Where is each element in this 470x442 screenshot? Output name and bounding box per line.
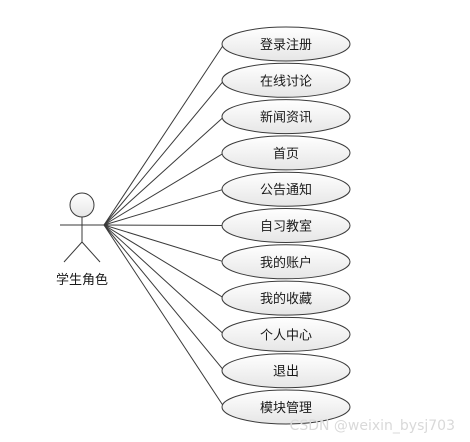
association-line xyxy=(103,224,225,226)
use-case-label: 个人中心 xyxy=(260,328,312,343)
use-case-label: 我的账户 xyxy=(260,255,312,271)
use-case: 退出 xyxy=(221,353,351,389)
use-case-label: 我的收藏 xyxy=(260,291,312,307)
use-case: 我的账户 xyxy=(221,244,351,280)
use-case: 在线讨论 xyxy=(221,62,351,98)
use-case: 新闻资讯 xyxy=(221,99,351,135)
actor-label: 学生角色 xyxy=(56,272,108,288)
use-case-ellipse xyxy=(221,316,351,352)
use-case: 自习教室 xyxy=(221,208,351,243)
use-case: 登录注册 xyxy=(221,26,351,62)
association-lines xyxy=(103,43,225,408)
use-case: 首页 xyxy=(221,135,351,171)
association-line xyxy=(103,43,225,226)
association-line xyxy=(103,224,225,299)
use-case-ellipse xyxy=(221,171,351,207)
actor-figure: 学生角色 xyxy=(56,192,108,288)
use-case-ellipse xyxy=(221,208,351,243)
association-line xyxy=(103,152,225,226)
use-case-label: 新闻资讯 xyxy=(260,110,312,126)
association-line xyxy=(103,79,225,226)
use-case-label: 自习教室 xyxy=(260,219,312,235)
use-case-label: 在线讨论 xyxy=(260,74,312,89)
use-case-label: 登录注册 xyxy=(260,38,312,53)
use-case-label: 模块管理 xyxy=(260,401,312,416)
association-line xyxy=(103,224,225,372)
use-case-label: 公告通知 xyxy=(260,182,312,198)
association-line xyxy=(103,188,225,226)
use-case: 个人中心 xyxy=(221,316,351,352)
use-case: 公告通知 xyxy=(221,171,351,207)
use-case-ellipse xyxy=(221,353,351,389)
use-case-ellipse xyxy=(221,280,351,316)
use-case: 我的收藏 xyxy=(221,280,351,316)
use-case-ellipse xyxy=(221,389,351,425)
actor-left-leg xyxy=(63,241,83,263)
use-case-label: 退出 xyxy=(273,365,299,380)
association-line xyxy=(103,224,225,408)
association-line xyxy=(103,224,225,335)
association-line xyxy=(103,224,225,263)
actor-right-leg xyxy=(81,241,101,263)
actor-head xyxy=(69,192,95,218)
use-case-ellipse xyxy=(221,26,351,62)
watermark: CSDN @weixin_bysj703 xyxy=(290,418,455,434)
association-line xyxy=(103,116,225,226)
use-case-ellipse xyxy=(221,135,351,171)
use-case-ellipse xyxy=(221,244,351,280)
use-case-ellipse xyxy=(221,99,351,135)
use-case-label: 首页 xyxy=(273,147,299,162)
use-case: 模块管理 xyxy=(221,389,351,425)
use-case-ellipse xyxy=(221,62,351,98)
